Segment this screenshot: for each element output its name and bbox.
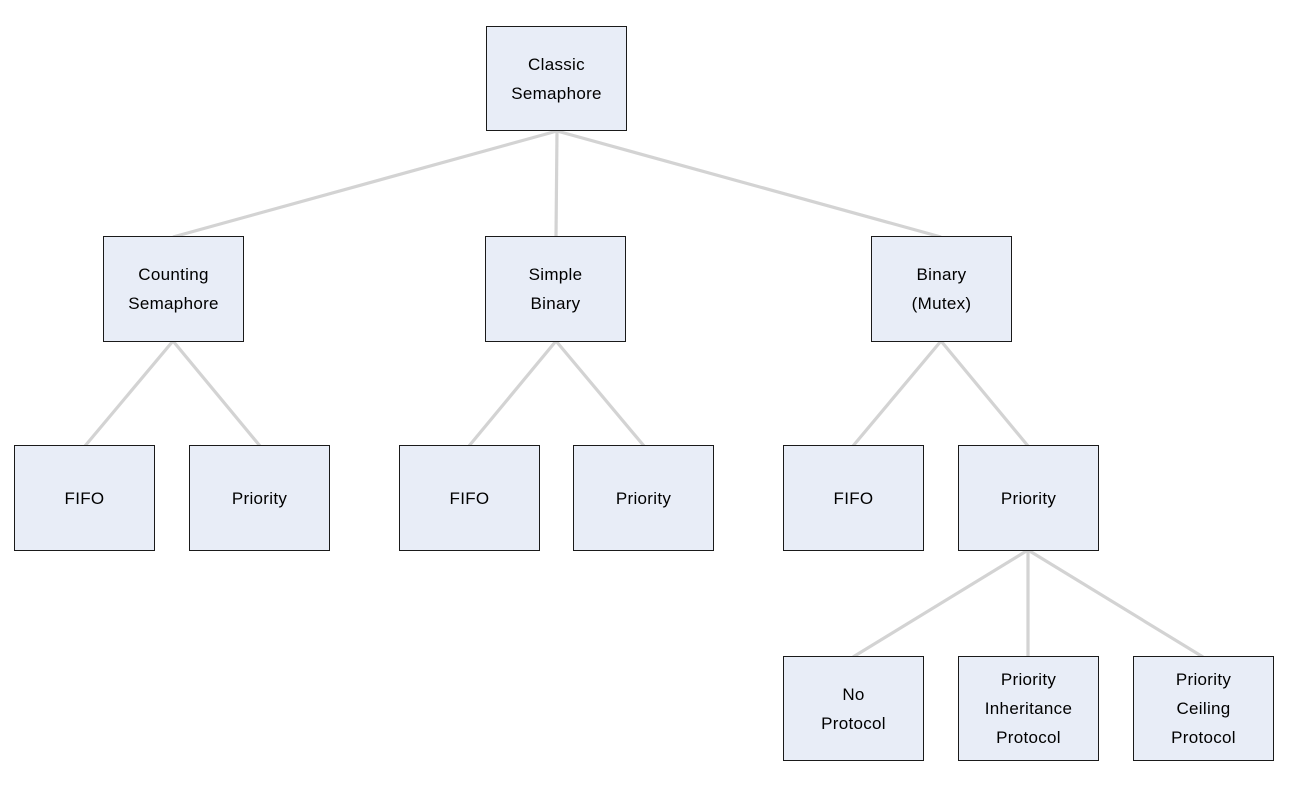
node-binary-priority-label: Priority — [1000, 488, 1057, 508]
node-classic-semaphore-label: Classic Semaphore — [511, 54, 602, 103]
node-no-protocol: No Protocol — [783, 656, 924, 761]
edge-simple-fifo — [467, 339, 558, 448]
edge-binary-fifo — [851, 339, 943, 448]
edge-classic-binary-mutex — [556, 129, 942, 239]
edge-counting-priority — [171, 339, 262, 448]
node-binary-mutex: Binary (Mutex) — [871, 236, 1012, 342]
edge-classic-counting — [172, 129, 558, 239]
node-simple-fifo-label: FIFO — [449, 488, 490, 508]
edge-priority-ceiling — [1027, 548, 1204, 659]
node-priority-inheritance-protocol-label: Priority Inheritance Protocol — [984, 670, 1073, 747]
node-simple-binary: Simple Binary — [485, 236, 626, 342]
edge-classic-simple-binary — [554, 130, 559, 238]
node-binary-priority: Priority — [958, 445, 1099, 551]
node-binary-fifo: FIFO — [783, 445, 924, 551]
node-simple-binary-label: Simple Binary — [528, 265, 583, 313]
node-binary-mutex-label: Binary (Mutex) — [911, 265, 972, 313]
node-binary-fifo-label: FIFO — [833, 488, 874, 508]
node-priority-ceiling-protocol-label: Priority Ceiling Protocol — [1171, 670, 1236, 747]
edge-priority-no-protocol — [852, 548, 1029, 659]
node-priority-inheritance-protocol: Priority Inheritance Protocol — [958, 656, 1099, 761]
edge-simple-priority — [554, 339, 646, 448]
node-counting-fifo: FIFO — [14, 445, 155, 551]
node-simple-fifo: FIFO — [399, 445, 540, 551]
node-no-protocol-label: No Protocol — [821, 684, 886, 733]
node-counting-semaphore-label: Counting Semaphore — [128, 265, 219, 313]
node-counting-semaphore: Counting Semaphore — [103, 236, 244, 342]
node-counting-priority-label: Priority — [231, 488, 288, 508]
edge-counting-fifo — [83, 339, 175, 448]
node-simple-priority: Priority — [573, 445, 714, 551]
node-counting-fifo-label: FIFO — [64, 488, 105, 508]
node-counting-priority: Priority — [189, 445, 330, 551]
node-simple-priority-label: Priority — [615, 488, 672, 508]
edge-binary-priority — [939, 339, 1030, 448]
node-classic-semaphore: Classic Semaphore — [486, 26, 627, 131]
node-priority-ceiling-protocol: Priority Ceiling Protocol — [1133, 656, 1274, 761]
